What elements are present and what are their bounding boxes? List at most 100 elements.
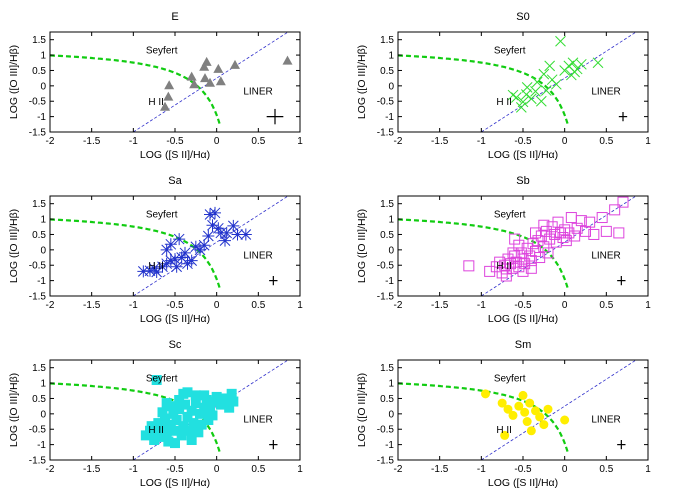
- x-tick-label: 1: [297, 300, 303, 311]
- data-point: [542, 247, 554, 259]
- data-point: [571, 222, 583, 234]
- data-point: [144, 264, 156, 277]
- data-point: [161, 398, 172, 409]
- data-point: [199, 390, 210, 401]
- panel-title: E: [171, 11, 178, 23]
- data-point: [509, 233, 521, 245]
- data-point: [539, 420, 549, 430]
- y-tick-label: 1: [388, 51, 394, 62]
- region-label-seyfert: Seyfert: [146, 374, 178, 385]
- plot-area: [50, 360, 289, 460]
- data-point: [525, 255, 537, 267]
- data-point: [182, 387, 193, 398]
- data-point: [209, 206, 221, 219]
- data-point: [609, 204, 621, 216]
- data-point: [543, 404, 553, 414]
- data-point: [220, 393, 230, 404]
- y-tick-label: 1: [388, 215, 394, 226]
- data-point: [175, 251, 188, 264]
- data-point: [171, 415, 182, 425]
- region-label-liner: LINER: [243, 414, 272, 425]
- data-point: [497, 398, 507, 408]
- x-tick-label: 0: [214, 300, 220, 311]
- data-point: [178, 421, 189, 432]
- y-axis-label: LOG ([O III]/Hβ): [8, 45, 20, 119]
- x-tick-label: -2: [394, 300, 403, 311]
- x-tick-label: 0.5: [251, 136, 265, 147]
- y-tick-label: 0: [40, 409, 46, 420]
- data-point: [219, 234, 231, 247]
- x-tick-label: -0.5: [514, 136, 532, 147]
- x-axis-label: LOG ([S II]/Hα): [140, 477, 210, 489]
- data-point: [580, 225, 591, 237]
- data-point: [169, 253, 181, 266]
- y-tick-label: -1: [385, 276, 394, 287]
- data-point: [538, 219, 550, 231]
- seyfert-liner-line: [481, 360, 637, 460]
- data-point: [190, 390, 201, 401]
- data-point: [513, 239, 525, 251]
- data-point: [515, 102, 527, 113]
- plot-area: [398, 360, 637, 460]
- data-point: [575, 215, 587, 227]
- data-point: [584, 216, 596, 228]
- y-tick-label: 1: [40, 379, 46, 390]
- data-point: [190, 398, 201, 409]
- x-tick-label: 1: [645, 136, 651, 147]
- data-point: [156, 260, 169, 273]
- data-point: [514, 401, 524, 411]
- plot-area: [398, 196, 637, 296]
- y-tick-label: -1.5: [377, 456, 395, 467]
- data-point: [160, 243, 173, 256]
- data-point: [226, 388, 237, 399]
- data-point: [176, 430, 187, 441]
- y-tick-label: -1: [37, 112, 46, 123]
- data-point: [535, 412, 545, 422]
- data-point: [170, 425, 180, 436]
- seyfert-liner-line: [133, 32, 289, 132]
- y-tick-label: 0.5: [32, 230, 46, 241]
- data-point: [535, 95, 547, 107]
- data-point: [224, 402, 235, 413]
- data-point: [193, 427, 204, 438]
- y-tick-label: -1.5: [29, 292, 47, 303]
- data-point: [518, 390, 528, 400]
- data-point: [507, 247, 519, 259]
- data-point: [157, 407, 168, 418]
- y-axis-label: LOG ([O III]/Hβ): [356, 373, 368, 447]
- x-tick-label: -1: [477, 464, 486, 475]
- seyfert-liner-line: [481, 32, 637, 132]
- panel-title: S0: [516, 11, 529, 23]
- data-point: [202, 230, 215, 242]
- x-tick-label: -0.5: [514, 300, 532, 311]
- x-tick-label: 1: [645, 464, 651, 475]
- data-point: [540, 85, 552, 96]
- data-point: [207, 410, 218, 421]
- data-point: [560, 415, 570, 425]
- region-label-seyfert: Seyfert: [146, 210, 178, 221]
- data-point: [161, 427, 172, 438]
- data-point: [520, 407, 530, 417]
- x-tick-label: 0.5: [599, 136, 613, 147]
- region-label-seyfert: Seyfert: [494, 46, 526, 57]
- data-point: [198, 239, 211, 252]
- x-tick-label: -2: [394, 136, 403, 147]
- data-point: [507, 89, 519, 101]
- region-label-hii: H II: [496, 97, 512, 108]
- y-tick-label: 0.5: [380, 394, 394, 405]
- y-tick-label: 0: [40, 245, 46, 256]
- data-point: [592, 57, 604, 69]
- data-point: [239, 228, 252, 241]
- y-tick-label: -0.5: [29, 425, 47, 436]
- y-tick-label: 1: [40, 215, 46, 226]
- data-point: [228, 396, 239, 407]
- x-tick-label: 0.5: [251, 464, 265, 475]
- y-tick-label: 1.5: [380, 35, 394, 46]
- data-point: [215, 76, 226, 86]
- region-label-hii: H II: [148, 425, 164, 436]
- region-label-liner: LINER: [591, 250, 620, 261]
